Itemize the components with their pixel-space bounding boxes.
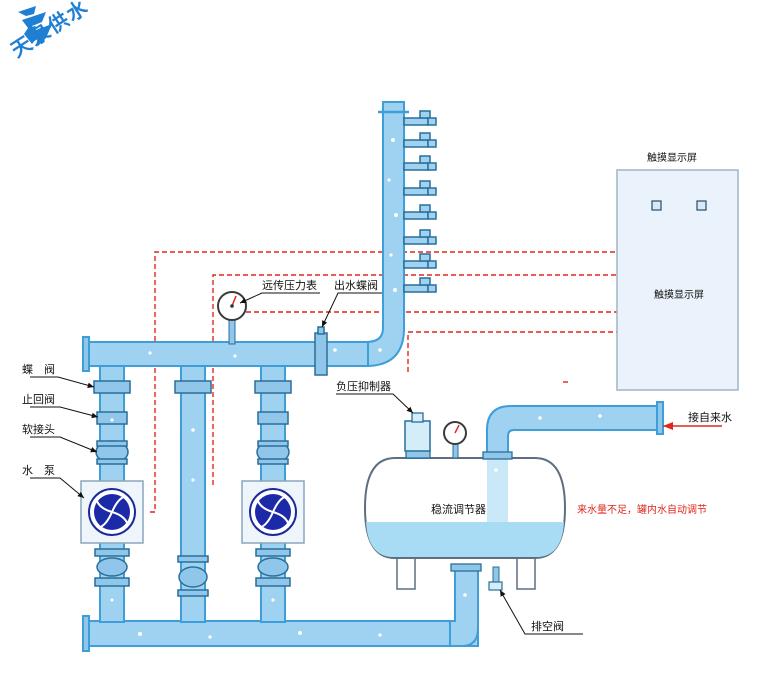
leader-vent-valve bbox=[499, 589, 583, 635]
pump-2 bbox=[241, 480, 305, 544]
negative-pressure-suppressor bbox=[404, 412, 431, 452]
inlet-header-pipe bbox=[87, 620, 479, 647]
branch-valves bbox=[403, 110, 437, 293]
label-tank: 稳流调节器 bbox=[431, 503, 486, 516]
branch-valve-3 bbox=[403, 155, 437, 171]
label-outlet-valve: 出水蝶阀 bbox=[334, 279, 378, 292]
label-pump: 水 泵 bbox=[22, 464, 55, 477]
remote-pressure-gauge bbox=[217, 291, 247, 345]
leader-remote-gauge bbox=[239, 292, 320, 304]
leader-outlet-valve bbox=[321, 292, 382, 328]
vent-valve bbox=[488, 566, 503, 591]
outlet-riser-pipe bbox=[289, 101, 405, 367]
branch-valve-6 bbox=[403, 229, 437, 245]
branch-valve-1 bbox=[403, 110, 437, 126]
leader-suppressor bbox=[336, 393, 414, 414]
label-remote-gauge: 远传压力表 bbox=[262, 279, 317, 292]
label-touchscreen-inner: 触摸显示屏 bbox=[654, 290, 704, 301]
pump2-fittings bbox=[254, 380, 292, 587]
label-soft-joint: 软接头 bbox=[22, 423, 55, 436]
label-touchscreen-top: 触摸显示屏 bbox=[647, 153, 697, 164]
label-vent-valve: 排空阀 bbox=[531, 620, 564, 633]
label-auto-regulate: 来水量不足，罐内水自动调节 bbox=[577, 505, 707, 516]
touchscreen-panel bbox=[616, 169, 739, 391]
branch-valve-7 bbox=[403, 253, 437, 269]
leader-lines bbox=[30, 292, 583, 635]
signal-line-4 bbox=[407, 331, 617, 372]
label-suppressor: 负压抑制器 bbox=[336, 380, 391, 393]
pipes bbox=[87, 101, 659, 647]
label-butterfly-valve: 蝶 阀 bbox=[22, 363, 55, 376]
steady-flow-tank bbox=[363, 449, 567, 590]
leader-check-valve bbox=[30, 406, 99, 419]
branch-valve-2 bbox=[403, 132, 437, 148]
leader-pump bbox=[30, 477, 85, 499]
inlet-dip-pipe bbox=[487, 458, 508, 522]
indicator-light-2 bbox=[696, 200, 707, 211]
tank-water-level bbox=[366, 522, 564, 558]
tianquan-logo-icon bbox=[18, 6, 52, 46]
outlet-butterfly-valve bbox=[314, 326, 328, 376]
label-check-valve: 止回阀 bbox=[22, 393, 55, 406]
top-left-flange bbox=[82, 336, 90, 372]
branch-valve-8 bbox=[403, 277, 437, 293]
pump1-fittings bbox=[93, 380, 131, 587]
tank-pressure-gauge bbox=[443, 421, 467, 459]
bypass-fittings bbox=[174, 380, 212, 597]
bottom-left-flange bbox=[82, 615, 90, 652]
leader-butterfly-valve bbox=[30, 376, 95, 389]
pump-1 bbox=[80, 480, 144, 544]
signal-line-2 bbox=[212, 274, 617, 485]
pump1-butterfly-valve bbox=[93, 380, 131, 394]
branch-valve-4 bbox=[403, 180, 437, 196]
water-bubbles bbox=[110, 138, 602, 639]
label-inlet: 接自来水 bbox=[688, 411, 732, 424]
indicator-light-1 bbox=[651, 200, 662, 211]
leader-soft-joint bbox=[30, 436, 98, 453]
pipe-end-flanges bbox=[82, 336, 664, 652]
pump1-check-valve bbox=[96, 411, 128, 425]
inlet-arrow-head bbox=[663, 422, 673, 430]
branch-valve-5 bbox=[403, 204, 437, 220]
tank-outlet-pipe bbox=[449, 567, 479, 647]
inlet-flange bbox=[656, 401, 664, 435]
